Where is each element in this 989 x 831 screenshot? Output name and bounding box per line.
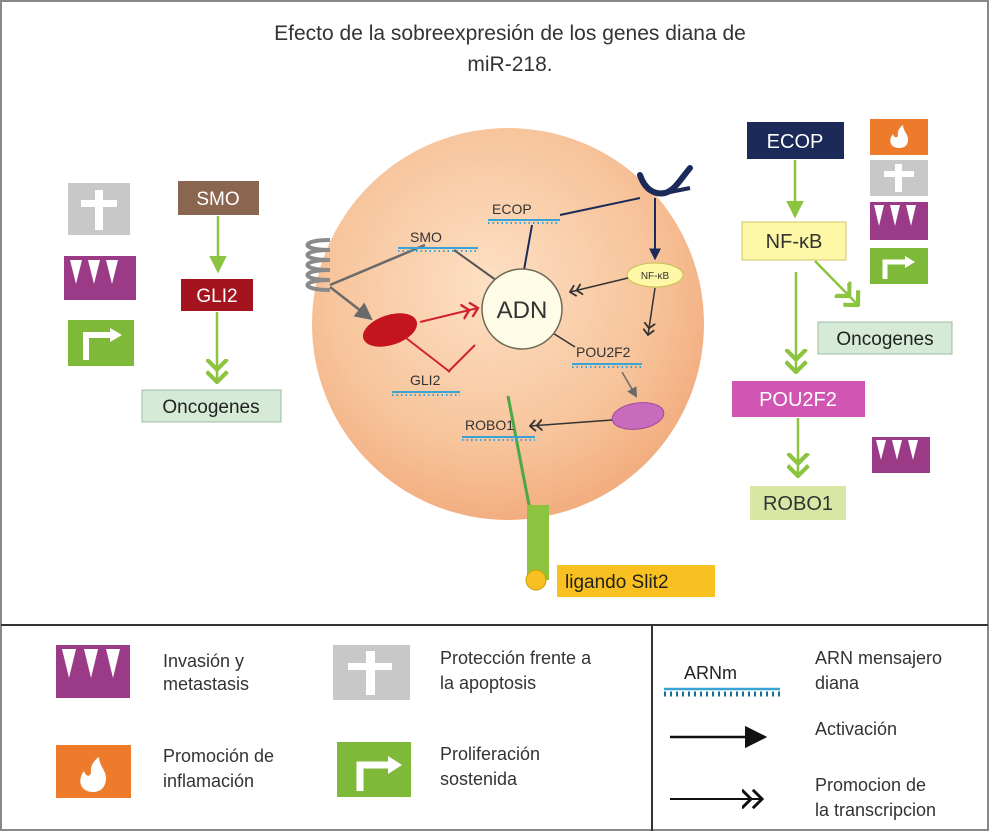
- nfkb-protein-icon: [626, 262, 684, 288]
- legend-mrna-line-1: ARN mensajero: [815, 648, 942, 668]
- right-nfkb-node: [741, 221, 847, 261]
- ecop-receptor-stem: [664, 186, 691, 195]
- title-line-2: miR-218.: [467, 53, 552, 76]
- title-line-1: Efecto de la sobreexpresión de los genes…: [274, 22, 746, 45]
- apoptosis-protection-icon-right: [870, 160, 928, 196]
- mrna-gli2-label: GLI2: [410, 372, 441, 388]
- legend-activation-label: Activación: [815, 719, 897, 739]
- pou2f2-to-robo1-arrow: [530, 420, 613, 426]
- smo-adn-link: [453, 249, 501, 284]
- ecop-adn-link: [523, 224, 533, 271]
- mrna-gli2: GLI2: [392, 372, 460, 396]
- legend-apoptosis-icon: [333, 645, 410, 700]
- slit2-label-box: [557, 565, 715, 597]
- mrna-pou2f2-label: POU2F2: [576, 344, 631, 360]
- legend-proliferation-line-1: Proliferación: [440, 744, 540, 764]
- mrna-smo-label: SMO: [410, 229, 442, 245]
- gli2-to-adn-arrow: [419, 308, 478, 323]
- left-gli2-node: [181, 279, 253, 311]
- mrna-smo: SMO: [398, 229, 478, 252]
- invasion-metastasis-icon-right: [870, 202, 928, 240]
- dna-node: [481, 268, 563, 350]
- right-ecop-label: ECOP: [767, 131, 824, 153]
- legend-proliferation-icon: [337, 742, 411, 797]
- smo-to-gli-arrow: [329, 286, 373, 321]
- robo1-receptor: [527, 505, 549, 580]
- legend-mrna-tag: ARNm: [684, 663, 737, 683]
- legend-inflammation-line-2: inflamación: [163, 771, 254, 791]
- proliferation-icon: [68, 320, 134, 366]
- pou2f2-to-protein-arrow: [621, 371, 638, 398]
- right-oncogenes-label: Oncogenes: [836, 329, 933, 350]
- slit2-label: ligando Slit2: [565, 572, 669, 593]
- slit2-ligand-icon: [525, 569, 547, 591]
- legend-inflammation-icon: [56, 745, 131, 798]
- mrna-ecop-label: ECOP: [492, 201, 532, 217]
- right-robo1-label: ROBO1: [763, 493, 833, 515]
- smo-membrane-link: [329, 243, 426, 287]
- right-pou2f2-label: POU2F2: [759, 389, 837, 411]
- right-oncogenes-node: [817, 321, 953, 355]
- legend-invasion-icon: [56, 645, 130, 698]
- mrna-ecop: ECOP: [488, 201, 560, 224]
- nfkb-protein-label: NF-κB: [641, 271, 670, 282]
- inflammation-icon: [870, 119, 928, 155]
- gli2-adn-link: [447, 344, 476, 373]
- left-oncogenes-label: Oncogenes: [162, 397, 259, 418]
- legend-apoptosis-line-1: Protección frente a: [440, 648, 592, 668]
- left-smo-label: SMO: [196, 189, 239, 210]
- left-smo-node: [178, 181, 259, 215]
- nfkb-to-adn-arrow: [570, 277, 629, 292]
- legend-transcription-line-1: Promocion de: [815, 775, 926, 795]
- smo-receptor-icon: [305, 238, 331, 292]
- legend-invasion-line-2: metastasis: [163, 674, 249, 694]
- legend-apoptosis-line-2: la apoptosis: [440, 673, 536, 693]
- dna-label: ADN: [497, 297, 548, 324]
- right-pou2f2-node: [732, 381, 865, 417]
- ecop-receptor-link: [559, 197, 641, 216]
- legend-invasion-line-1: Invasión y: [163, 651, 244, 671]
- invasion-metastasis-icon-robo1: [872, 437, 930, 473]
- robo1-receptor-line: [506, 395, 532, 511]
- nfkb-to-pou2f2-arrow: [648, 287, 655, 335]
- mrna-pou2f2: POU2F2: [572, 344, 642, 368]
- gli2-protein-icon: [362, 313, 418, 347]
- pou2f2-protein-icon: [611, 402, 665, 430]
- left-gli2-label: GLI2: [196, 286, 237, 307]
- right-nfkb-to-oncogenes-arrow: [814, 260, 858, 305]
- right-robo1-node: [750, 486, 846, 520]
- left-oncogenes-node: [141, 389, 282, 423]
- invasion-metastasis-icon: [64, 256, 136, 300]
- mrna-robo1: ROBO1: [462, 417, 535, 441]
- right-ecop-node: [747, 122, 844, 159]
- legend-inflammation-line-1: Promoción de: [163, 746, 274, 766]
- legend-mrna-line-2: diana: [815, 673, 860, 693]
- legend-transcription-line-2: la transcripcion: [815, 800, 936, 820]
- legend-proliferation-line-2: sostenida: [440, 769, 518, 789]
- proliferation-icon-right: [870, 248, 928, 284]
- mrna-robo1-label: ROBO1: [465, 417, 514, 433]
- right-nfkb-label: NF-κB: [766, 231, 823, 253]
- apoptosis-protection-icon: [68, 183, 130, 235]
- gli2-protein-link: [405, 337, 451, 373]
